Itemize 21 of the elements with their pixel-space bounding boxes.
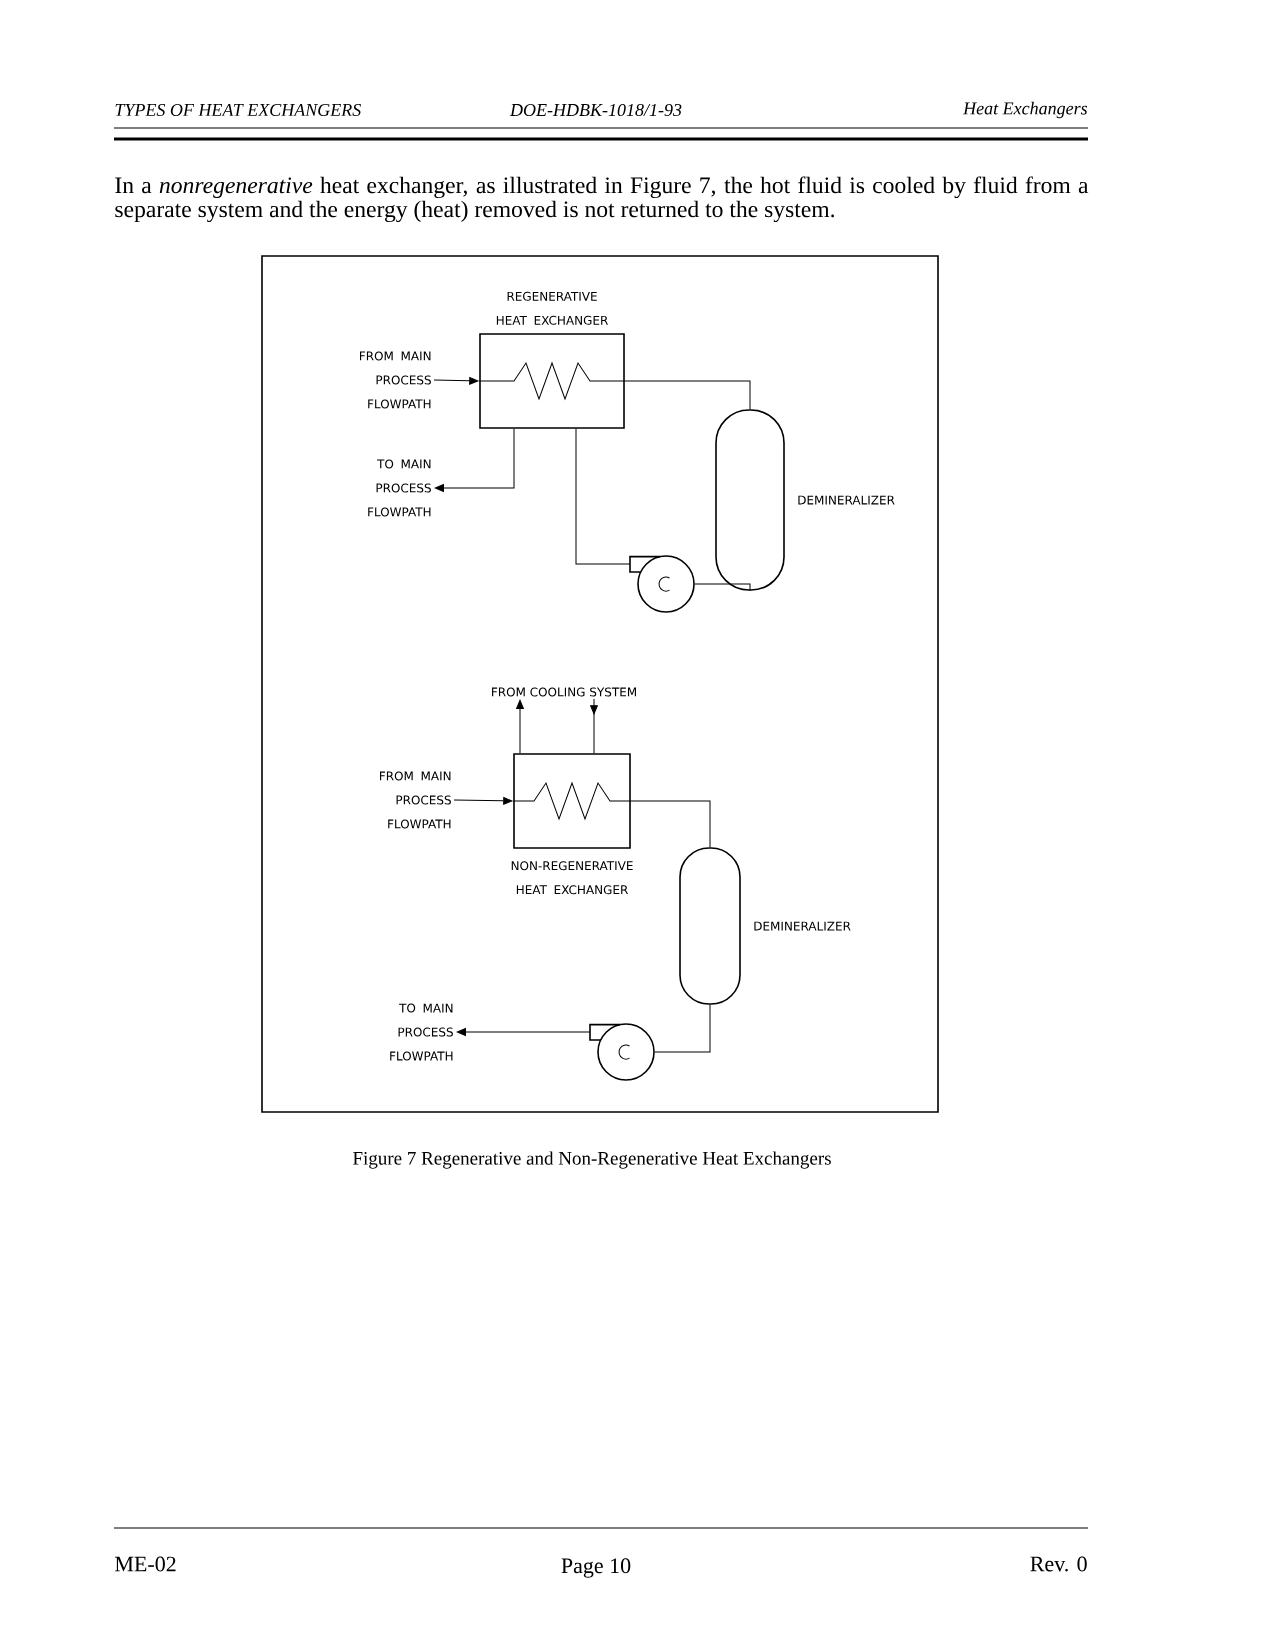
pipe-line	[654, 1004, 711, 1053]
pipe-line	[624, 380, 751, 410]
paragraph: In a nonregenerative heat exchanger, as illustrated in Figure 7, the hot fluid is cooled by fluid from a separate system and the energy (heat) removed is not returned to the system.	[115, 176, 1089, 223]
pipe-line	[453, 796, 513, 805]
pipe-line	[630, 800, 711, 848]
pipe-line	[590, 698, 598, 754]
pipe-line	[516, 699, 524, 754]
header-text: DOE-HDBK-1018/1-93	[509, 103, 682, 117]
footer-text: Page 10	[561, 1558, 631, 1578]
figure-caption: Figure 7 Regenerative and Non-Regenerative Heat Exchangers	[353, 1151, 831, 1169]
pipe-line	[456, 1028, 591, 1036]
pipe-line	[434, 428, 515, 492]
footer-text: ME-02	[115, 1556, 176, 1572]
header-text: Heat Exchangers	[962, 101, 1088, 119]
footer-text: Rev. 0	[1030, 1556, 1087, 1572]
pipe-line	[433, 376, 479, 385]
pump-symbol	[629, 555, 695, 613]
header-text: TYPES OF HEAT EXCHANGERS	[115, 103, 361, 117]
pipe-line	[694, 583, 751, 592]
pipe-line	[575, 428, 631, 565]
pump-symbol	[589, 1023, 655, 1081]
